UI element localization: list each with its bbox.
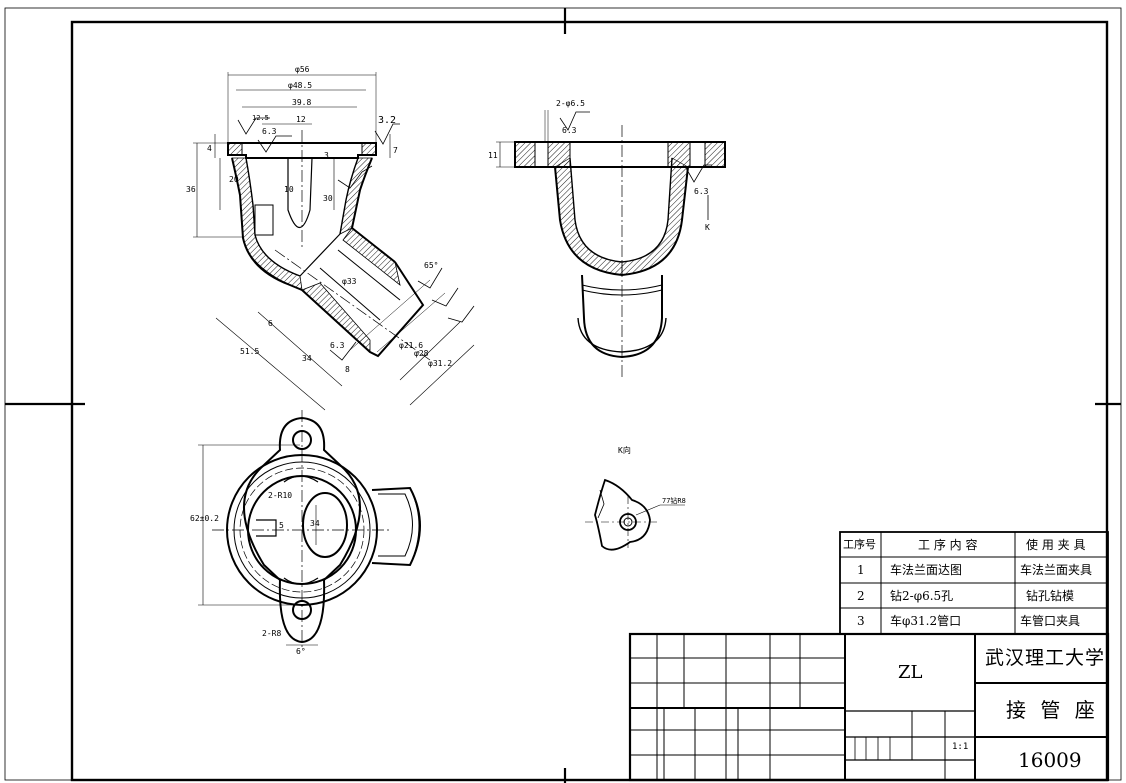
side-section-view	[496, 110, 726, 380]
table-header-step-no: 工序号	[843, 538, 876, 551]
top-view	[198, 410, 421, 650]
part-name: 接 管 座	[1006, 698, 1099, 722]
roughness-6-3-c: 6.3	[562, 126, 577, 135]
table-row-3-fixture: 车管口夹具	[1020, 614, 1081, 628]
roughness-12-5: 12.5	[252, 114, 269, 122]
dim-phi21-6: φ21.6	[399, 341, 424, 350]
dim-10: 10	[284, 185, 294, 194]
dim-62: 62±0.2	[190, 514, 219, 523]
front-section-view	[193, 72, 475, 411]
dim-51-5: 51.5	[240, 347, 260, 356]
roughness-6-3-a: 6.3	[262, 127, 277, 136]
table-row-2-no: 2	[857, 589, 865, 603]
dim-6deg: 6°	[296, 647, 306, 656]
table-row-2-content: 钻2-φ6.5孔	[890, 589, 954, 603]
dim-11: 11	[488, 151, 498, 160]
dim-phi31-2: φ31.2	[428, 359, 453, 368]
table-header-fixture: 使 用 夹 具	[1026, 538, 1086, 552]
dim-2-r10: 2-R10	[268, 491, 293, 500]
dim-65deg: 65°	[424, 261, 439, 270]
dim-39-8: 39.8	[292, 98, 312, 107]
dim-34: 34	[302, 354, 312, 363]
table-row-1-content: 车法兰面达图	[890, 563, 963, 577]
k-view-label: K向	[618, 446, 631, 455]
dim-7: 7	[393, 146, 398, 155]
scale-value: 1:1	[952, 742, 969, 752]
dim-phi48-5: φ48.5	[288, 81, 313, 90]
drawing-frame	[70, 20, 1109, 782]
trim-border	[4, 7, 1122, 781]
table-row-1-fixture: 车法兰面夹具	[1020, 563, 1093, 577]
dim-3: 3	[324, 151, 329, 160]
dim-5: 5	[279, 521, 284, 530]
dim-phi56: φ56	[295, 65, 310, 74]
k-view-hole-note: 77钻R8	[662, 497, 686, 505]
material-label: ZL	[898, 662, 923, 683]
dim-36: 36	[186, 185, 196, 194]
dim-30: 30	[323, 194, 333, 203]
roughness-6-3-d: 6.3	[694, 187, 709, 196]
dim-8: 8	[345, 365, 350, 374]
dim-12: 12	[296, 115, 306, 124]
title-block	[628, 632, 1110, 782]
table-row-2-fixture: 钻孔钻模	[1026, 589, 1075, 603]
table-header-content: 工 序 内 容	[918, 538, 978, 552]
dim-phi33: φ33	[342, 277, 357, 286]
dim-4: 4	[207, 144, 212, 153]
dim-20: 20	[229, 175, 239, 184]
dim-2-phi6-5: 2-φ6.5	[556, 99, 585, 108]
roughness-3-2: 3.2	[378, 115, 397, 126]
dim-phi28: φ28	[414, 349, 429, 358]
dim-6: 6	[268, 319, 273, 328]
table-row-3-no: 3	[857, 614, 865, 628]
dim-34b: 34	[310, 519, 320, 528]
drawing-number: 16009	[1018, 748, 1082, 772]
dim-2-r8: 2-R8	[262, 629, 282, 638]
k-mark: K	[705, 223, 710, 232]
school-name: 武汉理工大学	[985, 647, 1106, 669]
centering-marks	[5, 8, 1121, 783]
table-row-3-content: 车φ31.2管口	[890, 614, 962, 628]
table-row-1-no: 1	[857, 563, 865, 577]
roughness-6-3-b: 6.3	[330, 341, 345, 350]
k-view	[585, 478, 685, 551]
